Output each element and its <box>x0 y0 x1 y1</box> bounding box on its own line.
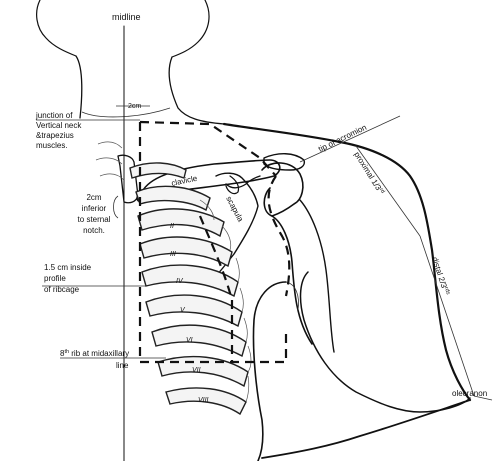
head-outline <box>36 0 210 58</box>
eighth-rib-label: 8th rib at midaxillary <box>60 349 129 358</box>
proximal-bracket <box>355 145 421 237</box>
ribcage <box>95 141 252 416</box>
junction-label-2: Vertical neck <box>36 121 82 130</box>
rib-numeral-7: VII <box>192 367 201 374</box>
rib-numeral-8: VIII <box>198 397 209 404</box>
acromion-leader <box>299 115 401 163</box>
rib-numeral-4: IV <box>176 278 184 285</box>
rib-numerals: II III IV V VI VII VIII <box>170 223 209 404</box>
dashed-axilla <box>198 215 234 362</box>
neck-outline <box>75 55 225 125</box>
coracoid <box>225 175 240 195</box>
two-cm-inferior-label-3: to sternal <box>78 215 111 224</box>
distal-bracket <box>419 235 475 397</box>
humerus-shaft <box>299 199 335 353</box>
junction-label-1: junction of <box>35 111 73 120</box>
neck-base <box>81 107 171 118</box>
junction-label-4: muscles. <box>36 141 68 150</box>
scapula-spine <box>225 175 261 189</box>
two-cm-top-label: 2cm <box>128 103 141 110</box>
rib-numeral-2: II <box>170 223 174 230</box>
two-cm-inferior-label-4: notch. <box>83 226 105 235</box>
olecranon-label: olecranon <box>452 389 487 398</box>
scapula-label: scapula <box>224 195 245 224</box>
two-cm-inferior-label-2: inferior <box>82 204 107 213</box>
olecranon-leader <box>473 395 493 401</box>
inside-profile-label-2: profile <box>44 274 66 283</box>
hand-outline <box>252 281 287 461</box>
forearm-outline <box>261 399 471 459</box>
humerus <box>263 187 313 345</box>
acromion <box>263 153 306 171</box>
dashed-field-top <box>139 120 277 177</box>
sternum <box>117 154 139 204</box>
rib-numeral-6: VI <box>186 337 193 344</box>
inside-profile-label-1: 1.5 cm inside <box>44 263 92 272</box>
proximal-label: proximal 1/3rd <box>352 150 385 196</box>
dashed-arm <box>267 175 291 297</box>
humerus-head <box>261 162 304 217</box>
junction-label-3: &trapezius <box>36 131 74 140</box>
two-cm-inferior-label-1: 2cm <box>86 193 101 202</box>
forearm-inner <box>299 271 471 413</box>
rib-numeral-3: III <box>170 251 176 258</box>
rib-numeral-5: V <box>180 307 186 314</box>
eighth-rib-label-line2: line <box>116 361 129 370</box>
sternal-brace <box>113 195 119 219</box>
midline-label: midline <box>112 12 141 22</box>
inside-profile-label-3: of ribcage <box>44 285 80 294</box>
shoulder-outline <box>222 122 472 402</box>
